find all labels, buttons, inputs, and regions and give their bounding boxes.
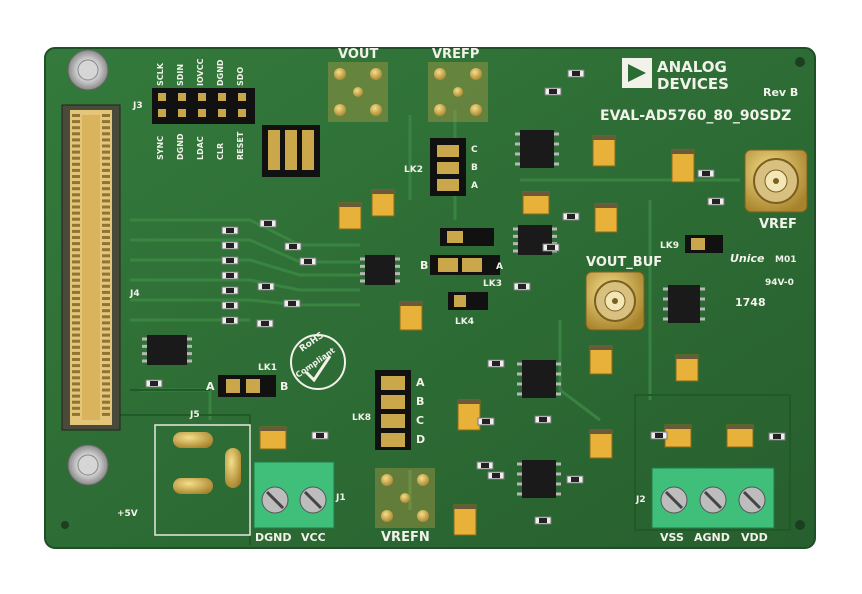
jumper-lk4 xyxy=(448,292,488,310)
j1-pin-dgnd: DGND xyxy=(255,531,292,544)
label-lk2: LK2 xyxy=(404,165,423,175)
ic-u1 xyxy=(365,255,395,285)
brand-line2: DEVICES xyxy=(657,75,729,93)
j3-top-dgnd: DGND xyxy=(216,59,225,86)
power-jack-j5 xyxy=(154,424,251,536)
sma-vrefp xyxy=(428,62,488,122)
j3-bottom-sync: SYNC xyxy=(156,136,165,160)
lk8-d: D xyxy=(416,433,425,446)
marking-unice: Unice xyxy=(730,252,765,265)
label-vout: VOUT xyxy=(338,47,378,62)
sma-vout-buf xyxy=(585,271,645,331)
jumper-lk8 xyxy=(375,370,411,450)
analog-devices-logo-icon xyxy=(622,58,652,88)
j3-top-sclk: SCLK xyxy=(156,62,165,86)
marking-rating: 94V-0 xyxy=(765,278,794,288)
label-lk1: LK1 xyxy=(258,363,277,373)
ic-u5 xyxy=(668,285,700,323)
j3-bottom-reset: RESET xyxy=(236,131,245,160)
label-vrefn: VREFN xyxy=(381,530,430,545)
lk2-c: C xyxy=(471,145,478,155)
j3-bottom-clr: CLR xyxy=(216,143,225,160)
label-j2: J2 xyxy=(635,495,646,505)
j3-bottom-dgnd: DGND xyxy=(176,133,185,160)
j2-pin-vdd: VDD xyxy=(741,531,768,544)
label-lk8: LK8 xyxy=(352,413,371,423)
j1-pin-vcc: VCC xyxy=(301,531,326,544)
lk1-a: A xyxy=(206,380,215,393)
j3-top-sdin: SDIN xyxy=(176,64,185,86)
label-j1: J1 xyxy=(335,493,346,503)
lk3-b: B xyxy=(420,259,428,272)
brand-line1: ANALOG xyxy=(657,58,727,76)
ic-u4 xyxy=(147,335,187,365)
mounting-hole-bottom-right xyxy=(795,520,805,530)
rohs-text-1: RoHS xyxy=(298,331,326,355)
terminal-block-j1 xyxy=(253,461,335,529)
rohs-logo xyxy=(290,334,346,390)
sma-vrefn xyxy=(375,468,435,528)
lk8-a: A xyxy=(416,376,425,389)
ic-u3 xyxy=(522,360,556,398)
ic-u8 xyxy=(522,460,556,498)
lk3-a: A xyxy=(496,262,503,272)
marking-code: M01 xyxy=(775,255,796,265)
jumper-lk9 xyxy=(685,235,723,253)
jumper-lk3 xyxy=(430,255,500,275)
label-lk3: LK3 xyxy=(483,279,502,289)
board-name: EVAL-AD5760_80_90SDZ xyxy=(600,108,791,124)
label-lk4: LK4 xyxy=(455,317,474,327)
j3-bottom-ldac: LDAC xyxy=(196,136,205,160)
jumper-lk2 xyxy=(430,138,466,196)
label-j5: J5 xyxy=(189,410,200,420)
sma-vref xyxy=(744,149,808,213)
jumper-lk-mid xyxy=(440,228,494,246)
link-block-lk5-7 xyxy=(262,125,320,177)
j2-pin-agnd: AGND xyxy=(694,531,730,544)
marking-date: 1748 xyxy=(735,296,766,309)
jumper-lk1 xyxy=(218,375,276,397)
j3-top-iovcc: IOVCC xyxy=(196,58,205,86)
sma-vout xyxy=(328,62,388,122)
label-lk9: LK9 xyxy=(660,241,679,251)
pcb-board xyxy=(44,47,816,549)
label-plus5v: +5V xyxy=(117,509,138,519)
mounting-hole-top-right xyxy=(795,57,805,67)
lk1-b: B xyxy=(280,380,288,393)
label-vref: VREF xyxy=(759,217,797,232)
lk8-b: B xyxy=(416,395,424,408)
ic-u6 xyxy=(520,130,554,168)
label-vrefp: VREFP xyxy=(432,47,479,62)
lk2-a: A xyxy=(471,181,478,191)
label-j3: J3 xyxy=(132,101,143,111)
j3-top-sdo: SDO xyxy=(236,67,245,86)
label-j4: J4 xyxy=(129,289,140,299)
terminal-block-j2 xyxy=(651,467,775,529)
lk8-c: C xyxy=(416,414,424,427)
connector-j4 xyxy=(61,104,121,431)
header-j3 xyxy=(152,88,255,124)
label-vout-buf: VOUT_BUF xyxy=(586,255,662,270)
j2-pin-vss: VSS xyxy=(660,531,684,544)
lk2-b: B xyxy=(471,163,478,173)
board-revision: Rev B xyxy=(763,86,798,99)
